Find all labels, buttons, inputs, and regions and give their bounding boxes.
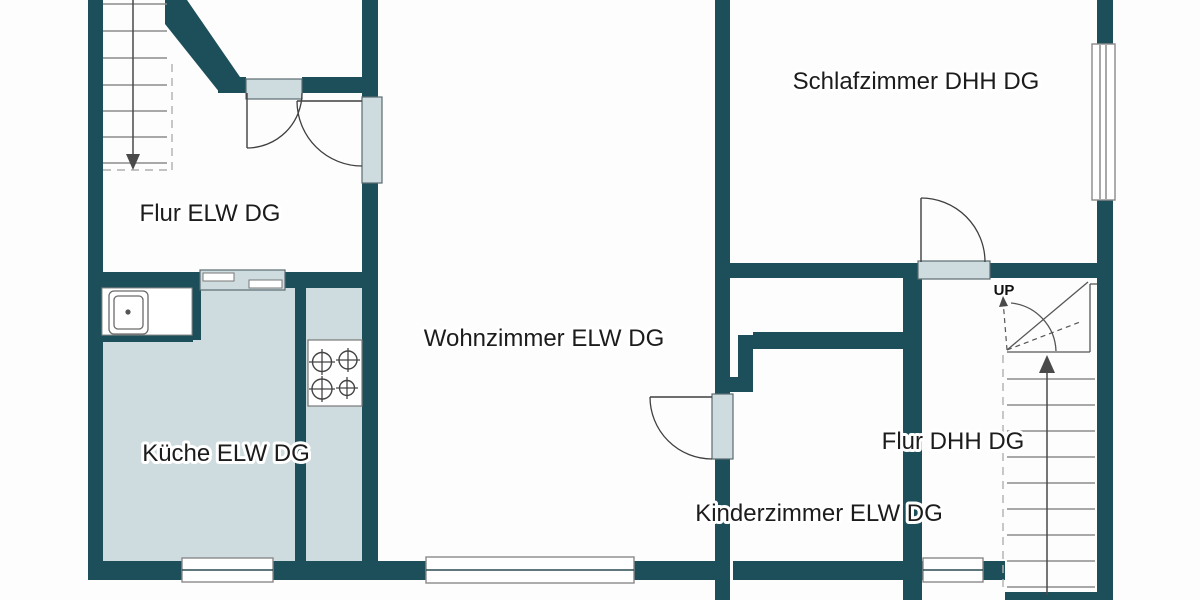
stove-panel [307,339,363,407]
wall-diagonal-stairwell [165,0,240,93]
door-landing-to-flur-elw [245,78,303,149]
door-kueche-sliding [199,269,286,291]
kitchen-counter-strip [306,288,362,561]
kitchen-fixtures [101,287,363,407]
stair-up-arrow [1039,355,1055,595]
wall-kinderzimmer-north [753,332,918,349]
wall-sink-niche-bottom [102,335,193,342]
room-labels: Flur ELW DG Schlafzimmer DHH DG Wohnzimm… [137,65,1043,530]
sink-icon [108,290,149,335]
stairs-up-label: UP [994,282,1015,299]
wall-schlafzimmer-south-right [988,263,1097,278]
window-kueche [181,557,274,583]
wall-kueche-counter-divider [295,288,306,561]
stairs-elw [103,0,173,171]
room-label-kueche: Küche ELW DG [142,440,310,467]
stair-down-arrow [126,0,140,170]
window-wohnzimmer [425,556,635,584]
window-schlafzimmer [1091,43,1116,201]
wall-exterior-left [88,0,103,580]
room-label-flur-elw: Flur ELW DG [140,200,281,227]
wall-exterior-bottom-kinderzimmer [733,561,903,580]
doors [199,78,991,460]
stove-burners-icon [309,348,360,402]
windows [181,43,1116,584]
room-label-kinderzimmer: Kinderzimmer ELW DG [695,500,943,527]
wall-kinderzimmer-north-notch [715,377,753,392]
window-flur-dhh [922,557,984,583]
wall-kueche-north-right [285,272,362,288]
wall-wohnzimmer-east-lower [715,459,730,600]
wall-landing-south-right [302,77,362,93]
winder-up-arrow [999,296,1008,307]
wall-stairwell-bottom-edge [1005,592,1113,600]
wall-wohnzimmer-west-lower [362,183,378,561]
door-kinderzimmer [649,393,734,460]
room-label-wohnzimmer: Wohnzimmer ELW DG [424,325,664,352]
wall-wohnzimmer-west-upper [362,0,378,97]
wall-schlafzimmer-south-left [730,263,920,278]
door-schlafzimmer [917,197,991,280]
room-label-schlafzimmer: Schlafzimmer DHH DG [793,68,1040,95]
room-label-flur-dhh: Flur DHH DG [882,428,1025,455]
wall-sink-niche-stub [192,288,201,340]
stairs-dhh [999,281,1097,595]
door-flur-elw-to-wohnzimmer [296,96,383,184]
wall-kueche-north-left [102,272,200,288]
wall-wohnzimmer-east-upper [715,0,730,394]
